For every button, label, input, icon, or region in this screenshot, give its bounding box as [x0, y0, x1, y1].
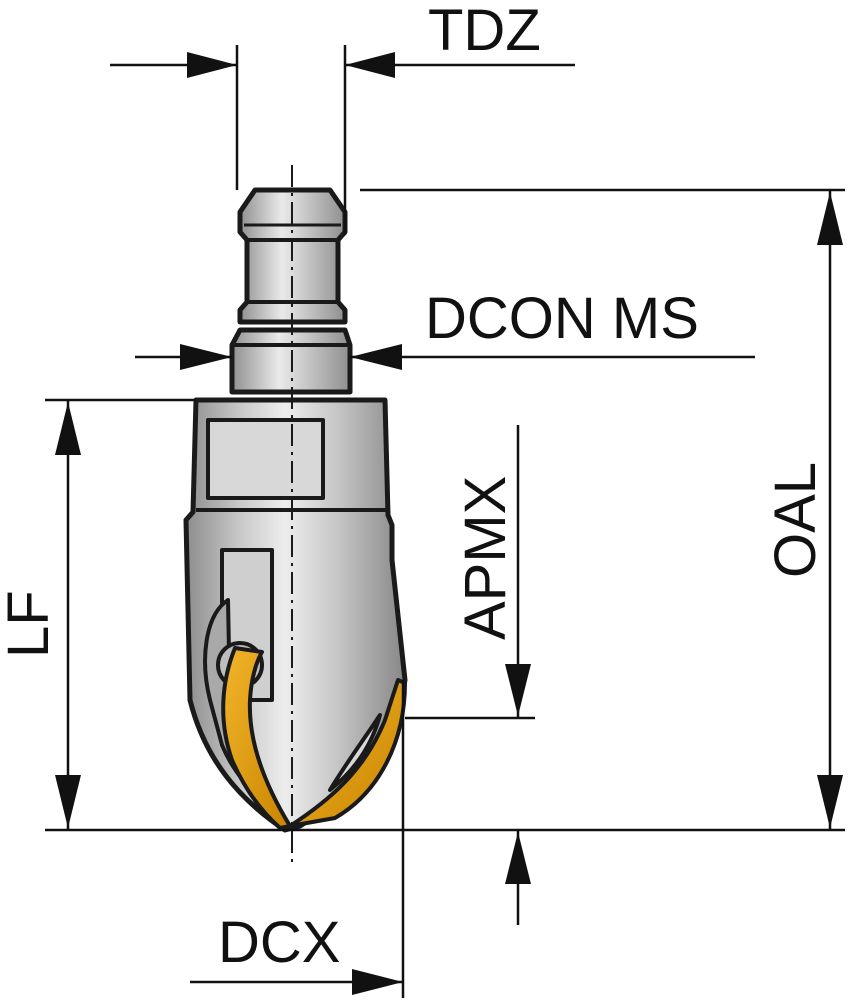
flat-window [206, 418, 325, 500]
label-dcx: DCX [218, 910, 340, 975]
dimensions [45, 45, 845, 998]
label-tdz: TDZ [428, 0, 541, 63]
label-oal: OAL [763, 462, 828, 578]
tool-body [183, 187, 408, 833]
insert-left [221, 646, 292, 830]
dim-tdz [110, 45, 575, 235]
label-apmx: APMX [453, 476, 518, 640]
label-lf: LF [0, 590, 61, 658]
dim-lf [45, 398, 196, 830]
dim-dcx [190, 680, 405, 998]
label-dcon-ms: DCON MS [425, 286, 699, 351]
dim-dcon-ms [135, 344, 755, 370]
insert-right [288, 678, 407, 828]
dim-oal [360, 188, 845, 830]
dim-apmx [405, 425, 535, 925]
